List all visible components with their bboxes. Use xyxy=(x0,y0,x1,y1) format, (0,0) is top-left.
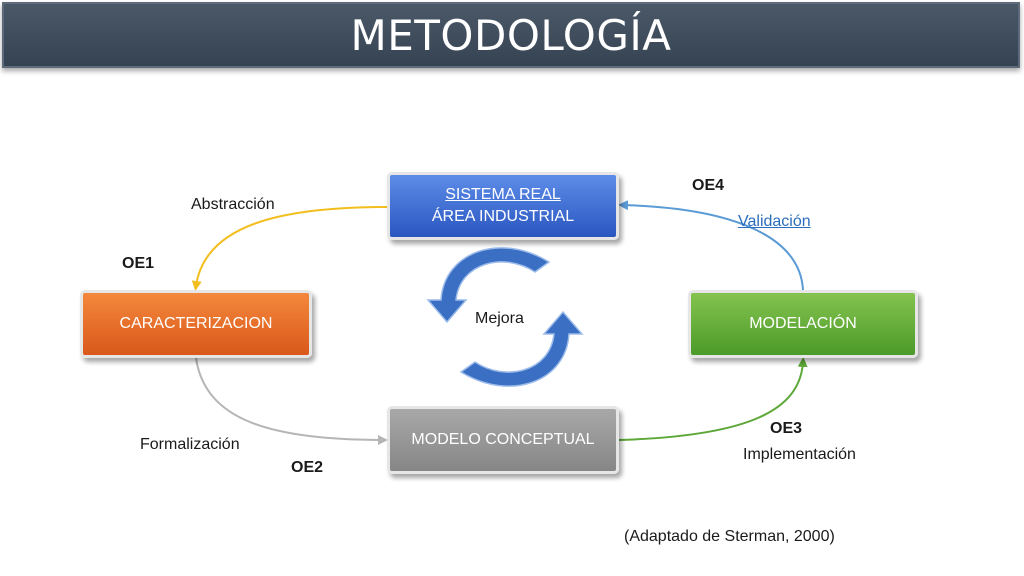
title-bar: METODOLOGÍA xyxy=(2,2,1020,68)
formalizacion-arrow xyxy=(195,357,388,445)
validacion-arrow xyxy=(618,200,804,291)
modelacion-box: MODELACIÓN xyxy=(688,290,918,358)
mejora-label: Mejora xyxy=(475,310,524,327)
sistema-real-label: SISTEMA REAL xyxy=(445,186,561,203)
source-citation: (Adaptado de Sterman, 2000) xyxy=(624,528,835,545)
modelo-conceptual-label: MODELO CONCEPTUAL xyxy=(411,431,595,448)
oe1-label: OE1 xyxy=(122,255,155,272)
caracterizacion-label: CARACTERIZACION xyxy=(119,315,273,332)
validacion-link[interactable]: Validación xyxy=(738,213,811,230)
caracterizacion-box: CARACTERIZACION xyxy=(80,290,312,358)
abstraccion-label: Abstracción xyxy=(191,196,275,213)
sistema-real-box: SISTEMA REAL ÁREA INDUSTRIAL xyxy=(387,172,619,240)
implementacion-label: Implementación xyxy=(743,446,856,463)
formalizacion-label: Formalización xyxy=(140,436,240,453)
modelacion-label: MODELACIÓN xyxy=(749,315,857,332)
oe2-label: OE2 xyxy=(291,459,324,476)
page-title: METODOLOGÍA xyxy=(350,10,672,60)
oe3-label: OE3 xyxy=(770,420,803,437)
area-industrial-label: ÁREA INDUSTRIAL xyxy=(431,208,575,225)
mejora-cycle-icon xyxy=(426,247,584,387)
abstraccion-arrow xyxy=(191,206,388,291)
oe4-label: OE4 xyxy=(692,177,725,194)
implementacion-arrow xyxy=(618,357,808,441)
modelo-conceptual-box: MODELO CONCEPTUAL xyxy=(387,406,619,474)
